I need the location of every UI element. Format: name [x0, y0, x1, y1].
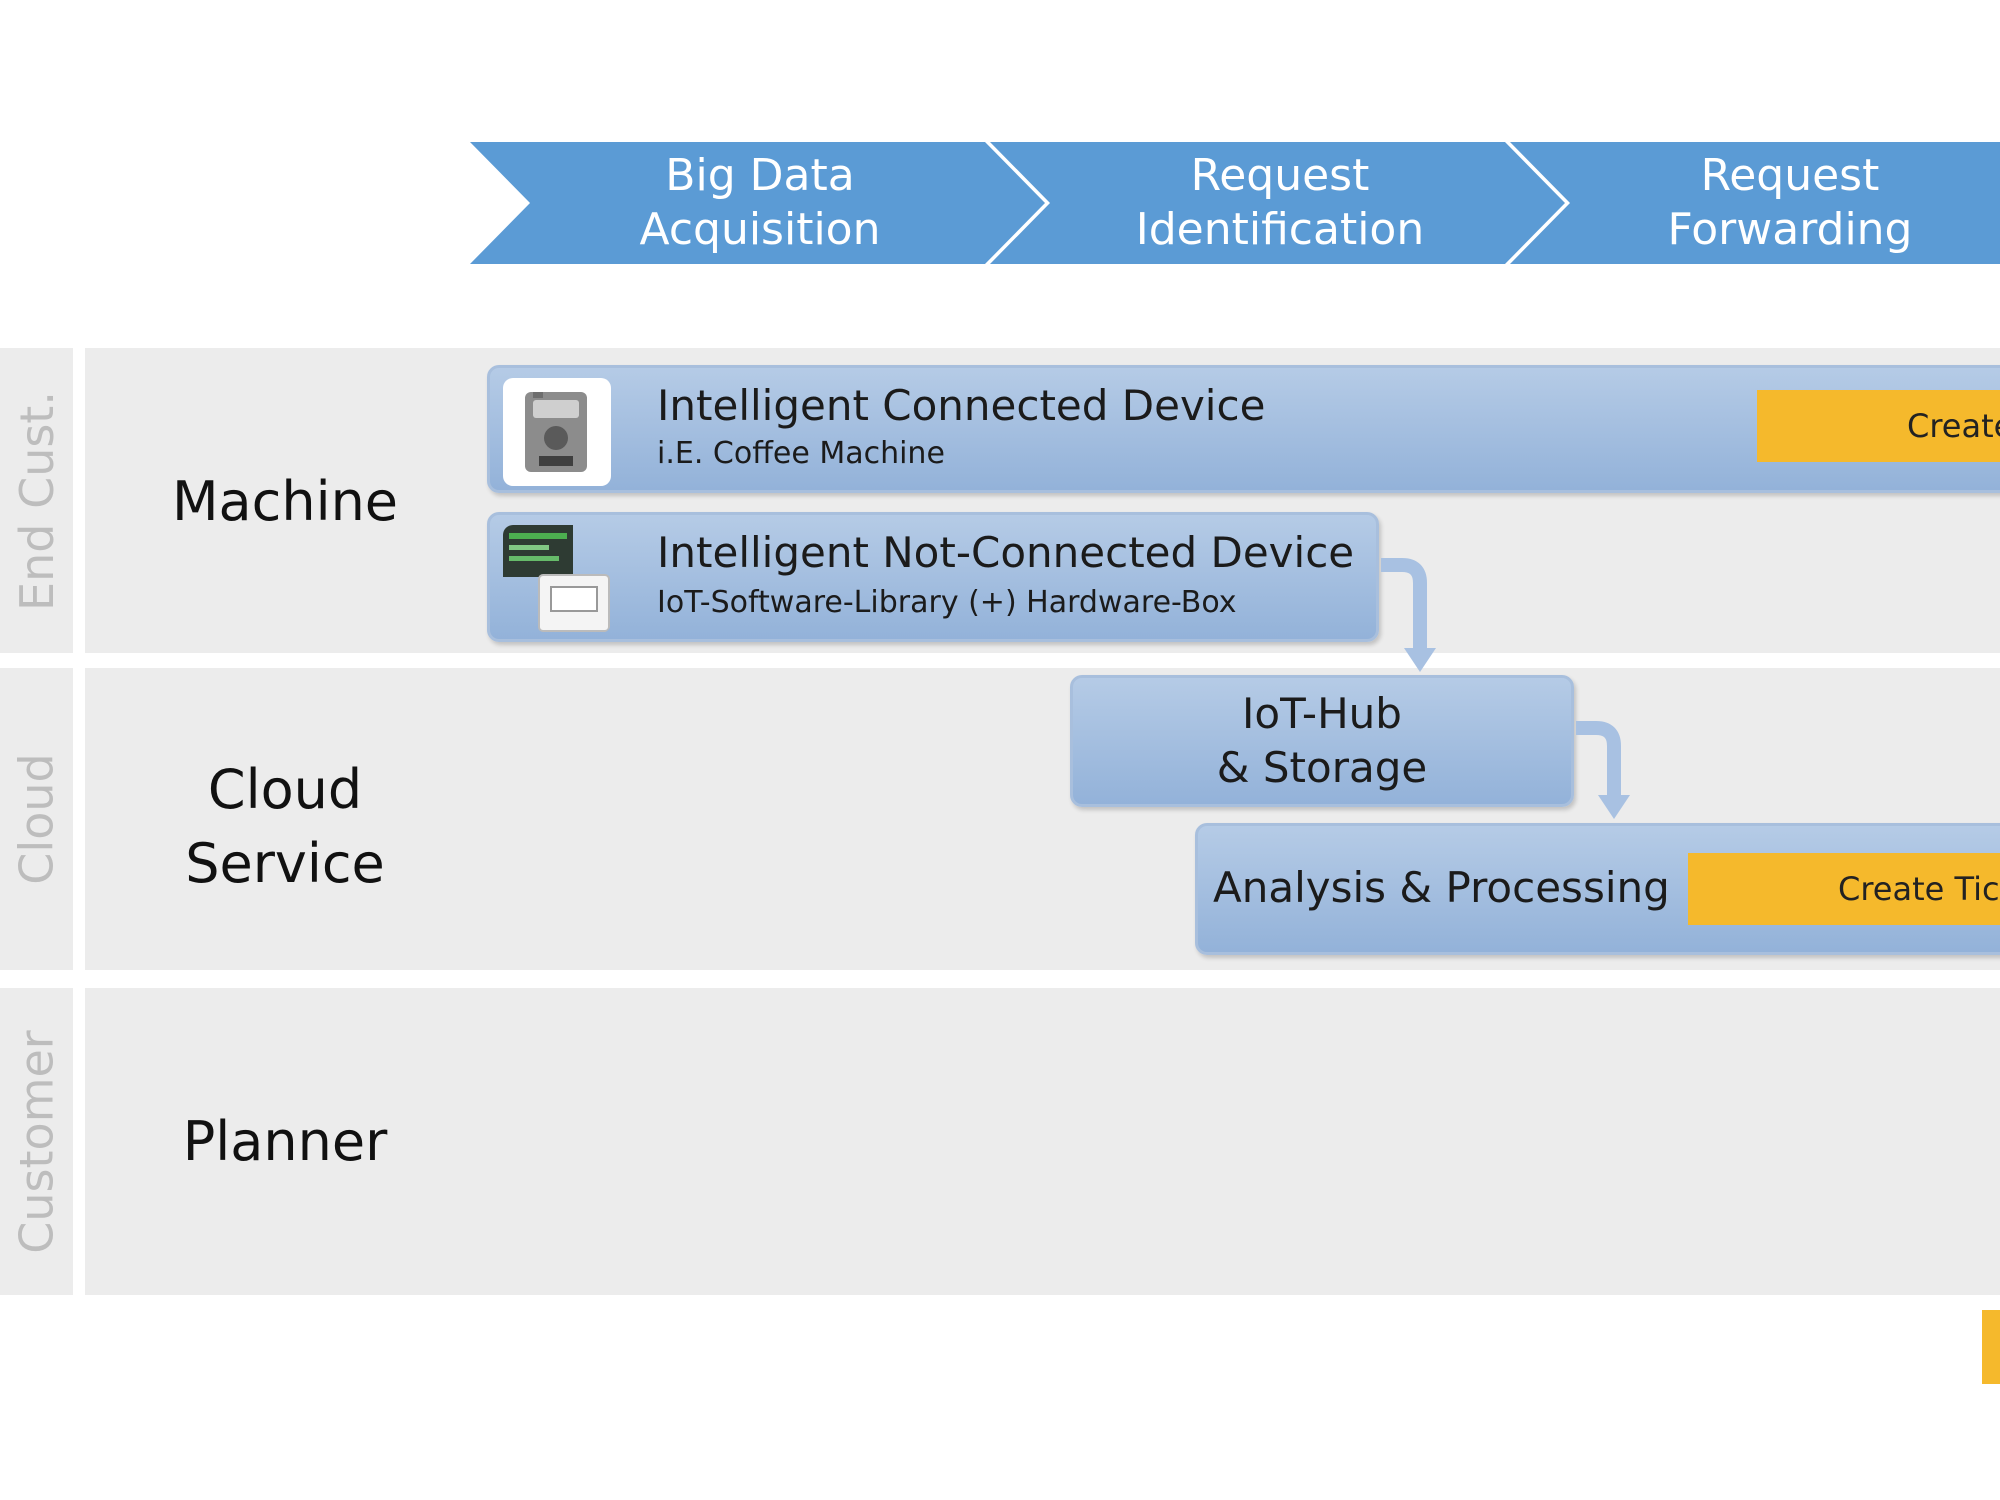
chevron-big-data-acquisition [470, 142, 1045, 264]
chevron-label-request-identification: Request Identification [1135, 150, 1425, 255]
coffee-machine-icon [503, 378, 611, 486]
box-title-not-connected-device: Intelligent Not-Connected Device [657, 528, 1355, 577]
arrow-head-device-to-hub [1404, 648, 1436, 672]
lane-title-machine: Machine [171, 470, 399, 533]
ticket-create-machine: Create [1757, 390, 2000, 462]
hardware-box-icon [503, 525, 611, 633]
chevron-request-forwarding [1510, 142, 2000, 264]
box-connected-device: Intelligent Connected Device i.E. Coffee… [487, 365, 2000, 493]
lane-title-cloud-service: Cloud Service [185, 758, 385, 895]
ticket-create-cloud: Create Tick [1688, 853, 2000, 925]
box-iot-hub-storage: IoT-Hub & Storage [1070, 675, 1574, 807]
box-label-iot-hub: IoT-Hub & Storage [1216, 689, 1428, 792]
arrow-hub-to-analysis [1576, 721, 1621, 795]
lane-tab-cloud [0, 668, 73, 970]
lane-customer [85, 988, 2000, 1295]
lane-title-planner: Planner [182, 1110, 388, 1173]
process-chevrons [470, 142, 2000, 264]
box-title-connected-device: Intelligent Connected Device [657, 381, 1266, 430]
lane-tab-machine [0, 348, 73, 653]
chevron-label-request-forwarding: Request Forwarding [1667, 150, 1913, 255]
chevron-request-identification [990, 142, 1565, 264]
box-subtitle-connected-device: i.E. Coffee Machine [657, 436, 945, 471]
ticket-fragment [1982, 1310, 2000, 1384]
arrow-device-to-hub [1381, 558, 1427, 648]
arrow-head-hub-to-analysis [1598, 795, 1630, 819]
lane-tab-customer [0, 988, 73, 1295]
box-label-analysis: Analysis & Processing [1213, 863, 1670, 912]
box-subtitle-not-connected-device: IoT-Software-Library (+) Hardware-Box [657, 585, 1237, 620]
box-not-connected-device: Intelligent Not-Connected Device IoT-Sof… [487, 512, 1379, 642]
chevron-label-big-data-acquisition: Big Data Acquisition [639, 150, 881, 255]
